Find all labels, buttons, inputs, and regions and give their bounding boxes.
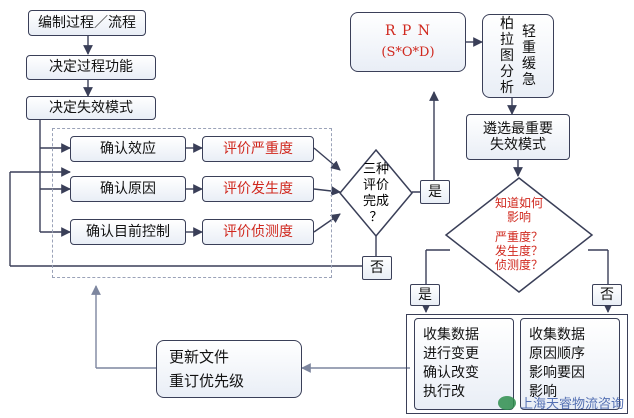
decision-know-how-to-affect-text: 知道如何 影响 严重度？ 发生度？ 侦测度？ [494,196,543,272]
evaluate-severity: 评价严重度 [202,136,314,162]
update-documents-box: 更新文件 重订优先级 [156,340,302,398]
watermark: 上海天睿物流咨询 [497,393,624,412]
evaluate-detection: 评价侦测度 [202,219,314,245]
decision-three-evaluations-text: 三种 评价 完成 ？ [362,162,389,225]
no-label-1: 否 [362,256,392,280]
collect-data-group [406,314,628,414]
step-failure-mode: 决定失效模式 [26,96,156,120]
evaluation-group [52,128,332,278]
pareto-priority-box: 柏拉图分析 轻重缓急 [482,14,554,98]
yes-label-1: 是 [420,180,450,204]
rpn-box: R P N (S*O*D) [350,12,466,72]
wechat-icon [497,395,516,410]
confirm-cause: 确认原因 [70,176,186,202]
no-label-2: 否 [592,284,622,306]
collect-data-cause: 收集数据 原因顺序 影响要因 影响 [520,318,620,410]
decision-three-evaluations [339,148,413,238]
collect-data-change: 收集数据 进行变更 确认改变 执行改 [414,318,514,410]
yes-label-2: 是 [410,284,440,306]
step-process-function: 决定过程功能 [26,55,156,80]
confirm-effect: 确认效应 [70,136,186,162]
decision-know-how-to-affect [444,177,594,293]
evaluate-occurrence: 评价发生度 [202,176,314,202]
step-process-flow: 编制过程／流程 [28,10,146,36]
confirm-current-control: 确认目前控制 [70,219,186,245]
select-critical-failure-modes: 遴选最重要 失效模式 [466,114,570,160]
pareto-analysis: 柏拉图分析 [500,16,514,96]
priority-urgency: 轻重缓急 [522,24,536,88]
